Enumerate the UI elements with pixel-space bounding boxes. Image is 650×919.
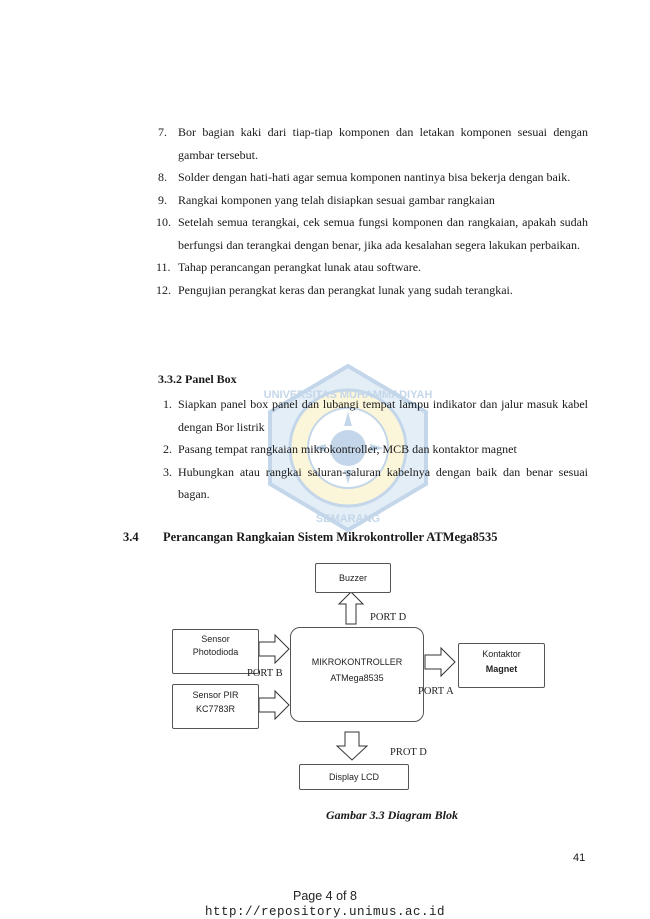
figure-caption: Gambar 3.3 Diagram Blok: [325, 808, 458, 822]
display-lcd-box: Display LCD: [299, 764, 409, 790]
section-number: 3.4: [123, 530, 139, 544]
port-d-bottom-label: PROT D: [390, 747, 427, 758]
sensor-photodioda-box: Sensor Photodioda: [172, 629, 259, 674]
list-item: 11.Tahap perancangan perangkat lunak ata…: [156, 260, 422, 274]
port-d-top-label: PORT D: [370, 612, 407, 623]
footer-page-indicator: Page 4 of 8: [293, 889, 357, 903]
list-item: 7.Bor bagian kaki dari tiap-tiap kompone…: [158, 125, 588, 162]
microcontroller-box: MIKROKONTROLLER ATMega8535: [290, 627, 424, 722]
seal-top-text: UNIVERSITAS MUHAMMADIYAH: [264, 389, 433, 401]
university-seal-watermark: UNIVERSITAS MUHAMMADIYAH SEMARANG: [264, 363, 433, 533]
list-item: 3.Hubungkan atau rangkai saluran-saluran…: [163, 464, 588, 502]
sensor-pir-box: Sensor PIR KC7783R: [172, 684, 259, 729]
list-item: 10.Setelah semua terangkai, cek semua fu…: [156, 215, 588, 252]
diagram-arrows: [258, 591, 456, 761]
list-item: 9.Rangkai komponen yang telah disiapkan …: [158, 192, 495, 207]
kontaktor-magnet-box: Kontaktor Magnet: [458, 643, 545, 688]
list-item: 1.Siapkan panel box panel dan lubangi te…: [163, 397, 588, 434]
footer-url-link[interactable]: http://repository.unimus.ac.id: [204, 905, 446, 919]
block-diagram: Buzzer Sensor Photodioda Sensor PIR KC77…: [165, 560, 565, 800]
port-b-label: PORT B: [247, 668, 283, 679]
subsection-heading: 3.3.2 Panel Box: [158, 372, 237, 386]
section-title: Perancangan Rangkaian Sistem Mikrokontro…: [163, 530, 498, 544]
list-item: 8.Solder dengan hati-hati agar semua kom…: [158, 170, 571, 184]
list-item: 12.Pengujian perangkat keras dan perangk…: [156, 282, 513, 297]
port-a-label: PORT A: [418, 686, 454, 697]
panel-box-steps-list: 1.Siapkan panel box panel dan lubangi te…: [163, 393, 588, 506]
seal-bottom-text: SEMARANG: [316, 513, 380, 525]
assembly-steps-list: 7.Bor bagian kaki dari tiap-tiap kompone…: [156, 121, 588, 301]
buzzer-box: Buzzer: [315, 563, 391, 593]
list-item: 2.Pasang tempat rangkaian mikrokontrolle…: [163, 442, 517, 456]
page-number: 41: [573, 852, 586, 864]
